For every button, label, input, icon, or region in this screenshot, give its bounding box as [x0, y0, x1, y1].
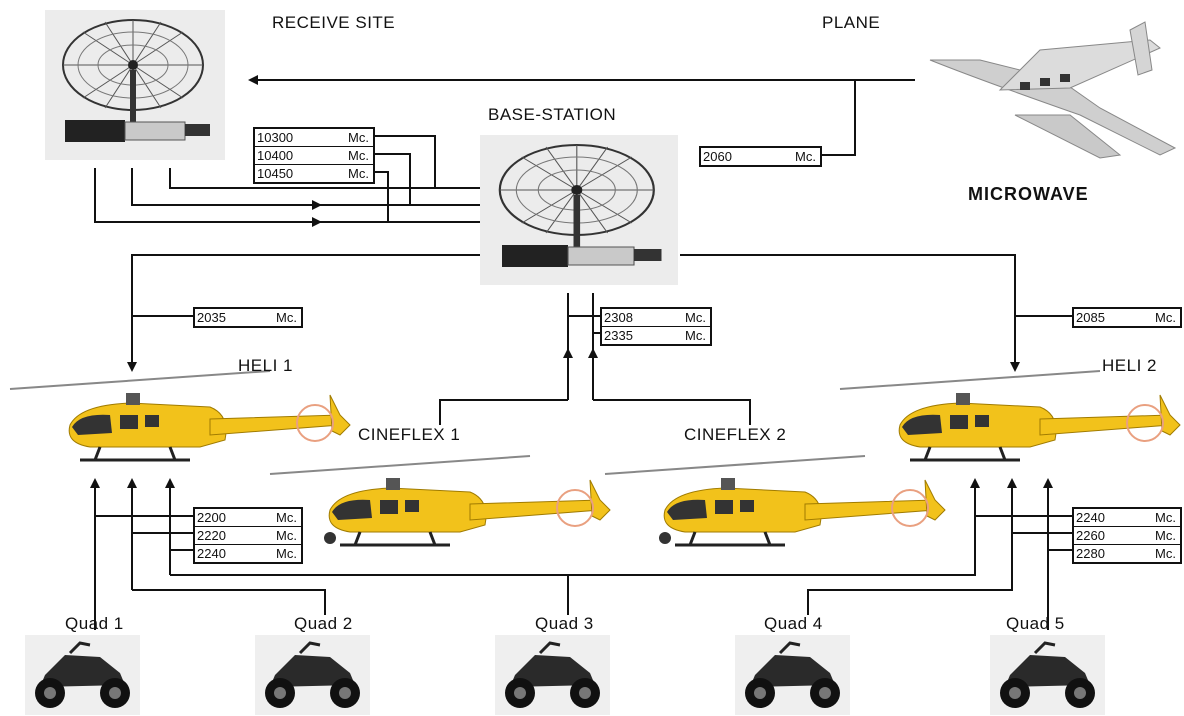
freq-row: 2240 Mc. — [195, 545, 301, 562]
microwave-label: MICROWAVE — [968, 184, 1089, 204]
freq-unit: Mc. — [1155, 510, 1176, 525]
freq-unit: Mc. — [276, 510, 297, 525]
freq-row: 2220 Mc. — [195, 527, 301, 545]
freq-value: 2085 — [1076, 310, 1105, 325]
freq-value: 2240 — [197, 546, 226, 561]
freq-row: 2060 Mc. — [701, 148, 820, 165]
freq-row: 2260 Mc. — [1074, 527, 1180, 545]
freq-value: 2060 — [703, 149, 732, 164]
connector-lines — [90, 75, 1072, 630]
freq-unit: Mc. — [1155, 528, 1176, 543]
freq-unit: Mc. — [348, 148, 369, 163]
freq-value: 2260 — [1076, 528, 1105, 543]
receive-site-dish — [44, 9, 226, 161]
freq-unit: Mc. — [685, 328, 706, 343]
cineflex-1-image — [268, 454, 612, 547]
freq-value: 2200 — [197, 510, 226, 525]
freq-value: 2308 — [604, 310, 633, 325]
quad-1-label: Quad 1 — [65, 614, 124, 633]
quad-2-image — [253, 633, 372, 716]
freq-unit: Mc. — [276, 310, 297, 325]
cineflex-1-label: CINEFLEX 1 — [358, 425, 461, 444]
heli-1-image — [8, 369, 352, 462]
freq-row: 2335 Mc. — [602, 327, 710, 344]
freq-box-plane: 2060 Mc. — [699, 146, 822, 167]
base-station-label: BASE-STATION — [488, 105, 617, 124]
quad-4-label: Quad 4 — [764, 614, 823, 633]
cineflex-2-label: CINEFLEX 2 — [684, 425, 787, 444]
quad-5-image — [988, 633, 1107, 716]
freq-value: 2035 — [197, 310, 226, 325]
quad-5-label: Quad 5 — [1006, 614, 1065, 633]
plane-label: PLANE — [822, 13, 881, 32]
quad-2-label: Quad 2 — [294, 614, 353, 633]
freq-box-heli-1-up: 2035 Mc. — [193, 307, 303, 328]
freq-row: 2240 Mc. — [1074, 509, 1180, 527]
freq-value: 2280 — [1076, 546, 1105, 561]
freq-unit: Mc. — [348, 166, 369, 181]
freq-row: 10400 Mc. — [255, 147, 373, 165]
freq-unit: Mc. — [685, 310, 706, 325]
freq-row: 2280 Mc. — [1074, 545, 1180, 562]
freq-unit: Mc. — [795, 149, 816, 164]
freq-value: 10400 — [257, 148, 294, 163]
freq-unit: Mc. — [348, 130, 369, 145]
freq-value: 2335 — [604, 328, 633, 343]
quad-3-label: Quad 3 — [535, 614, 594, 633]
freq-row: 2200 Mc. — [195, 509, 301, 527]
quad-4-image — [733, 633, 852, 716]
heli-1-label: HELI 1 — [238, 356, 293, 375]
freq-row: 2035 Mc. — [195, 309, 301, 326]
freq-row: 2308 Mc. — [602, 309, 710, 327]
cineflex-2-image — [603, 454, 947, 547]
receive-site-label: RECEIVE SITE — [272, 13, 396, 32]
freq-value: 2240 — [1076, 510, 1105, 525]
heli-2-image — [838, 369, 1182, 462]
quad-1-image — [23, 633, 142, 716]
freq-row: 10300 Mc. — [255, 129, 373, 147]
freq-value: 10300 — [257, 130, 294, 145]
freq-value: 2220 — [197, 528, 226, 543]
freq-row: 10450 Mc. — [255, 165, 373, 182]
plane-image — [929, 21, 1177, 159]
freq-unit: Mc. — [1155, 310, 1176, 325]
base-station-dish — [478, 133, 680, 287]
freq-box-heli-2-up: 2085 Mc. — [1072, 307, 1182, 328]
heli-2-label: HELI 2 — [1102, 356, 1157, 375]
freq-row: 2085 Mc. — [1074, 309, 1180, 326]
quad-3-image — [493, 633, 612, 716]
freq-value: 10450 — [257, 166, 294, 181]
freq-unit: Mc. — [276, 546, 297, 561]
freq-unit: Mc. — [1155, 546, 1176, 561]
freq-unit: Mc. — [276, 528, 297, 543]
